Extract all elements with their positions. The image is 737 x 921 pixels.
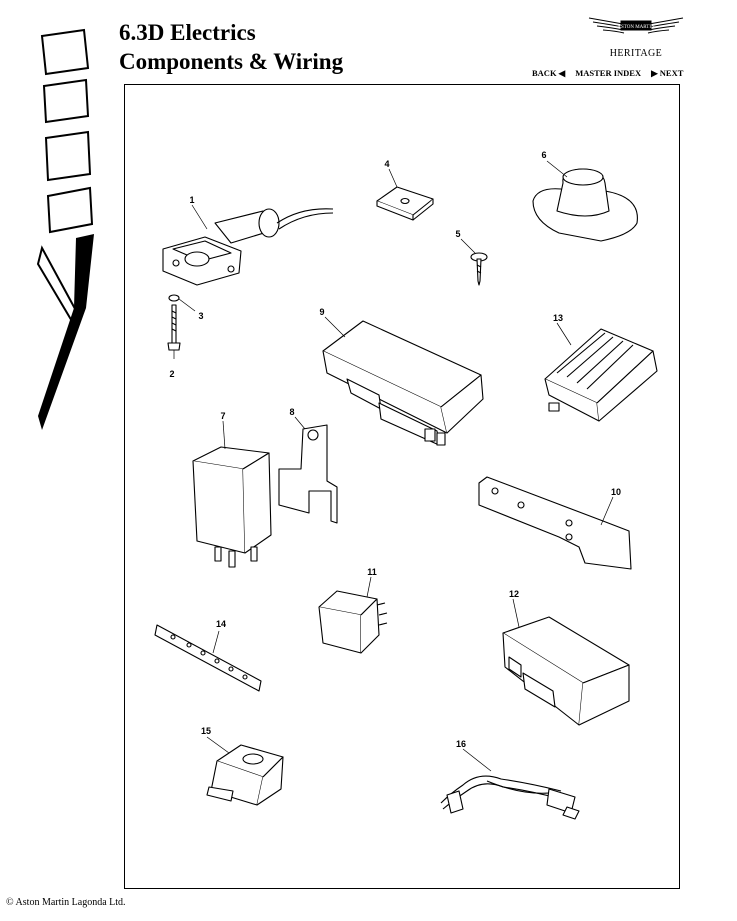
component-sensor: [206, 744, 284, 806]
title-line-1: 6.3D Electrics: [119, 20, 256, 45]
callout-3: 3: [198, 311, 203, 321]
callout-5: 5: [455, 229, 460, 239]
component-diode-strip: [154, 624, 262, 692]
component-strap: [478, 476, 632, 570]
callout-9: 9: [319, 307, 324, 317]
callout-14: 14: [216, 619, 226, 629]
callout-15: 15: [201, 726, 211, 736]
component-screw: [470, 252, 488, 286]
callout-16: 16: [456, 739, 466, 749]
title-line-2: Components & Wiring: [119, 49, 344, 74]
callout-12: 12: [509, 589, 519, 599]
back-link[interactable]: BACK ◀: [532, 68, 566, 78]
page-title: 6.3D Electrics Components & Wiring: [119, 18, 343, 76]
callout-2: 2: [169, 369, 174, 379]
components-diagram: 1 2 3 4 5 6 7 8 9 10 11 12 13 14 15 16: [124, 84, 680, 889]
component-harness: [440, 775, 580, 820]
callout-13: 13: [553, 313, 563, 323]
wings-logo-icon: ASTON MARTIN: [588, 17, 684, 34]
logo-text: ASTON MARTIN: [617, 25, 655, 30]
master-index-link[interactable]: MASTER INDEX: [575, 68, 642, 78]
callout-10: 10: [611, 487, 621, 497]
component-amplifier: [544, 328, 658, 422]
brand-subtitle: HERITAGE: [609, 48, 663, 59]
component-relay: [318, 590, 388, 654]
callout-1: 1: [189, 195, 194, 205]
model-logo: [36, 28, 96, 432]
component-module: [502, 616, 630, 726]
component-boot: [532, 168, 638, 242]
callout-11: 11: [367, 567, 377, 577]
page-navigation: BACK ◀ MASTER INDEX ▶ NEXT: [532, 68, 683, 79]
callout-8: 8: [289, 407, 294, 417]
component-control-unit: [322, 320, 484, 446]
copyright-notice: © Aston Martin Lagonda Ltd.: [6, 897, 126, 908]
component-actuator: [162, 208, 334, 286]
component-bolt: [167, 304, 181, 351]
brand-block: ASTON MARTIN HERITAGE: [586, 10, 686, 59]
next-link[interactable]: ▶ NEXT: [651, 68, 684, 78]
component-bracket: [278, 424, 338, 524]
component-pad: [376, 186, 434, 221]
callout-6: 6: [541, 150, 546, 160]
component-relay-box: [192, 446, 272, 568]
callout-7: 7: [220, 411, 225, 421]
callout-4: 4: [384, 159, 389, 169]
